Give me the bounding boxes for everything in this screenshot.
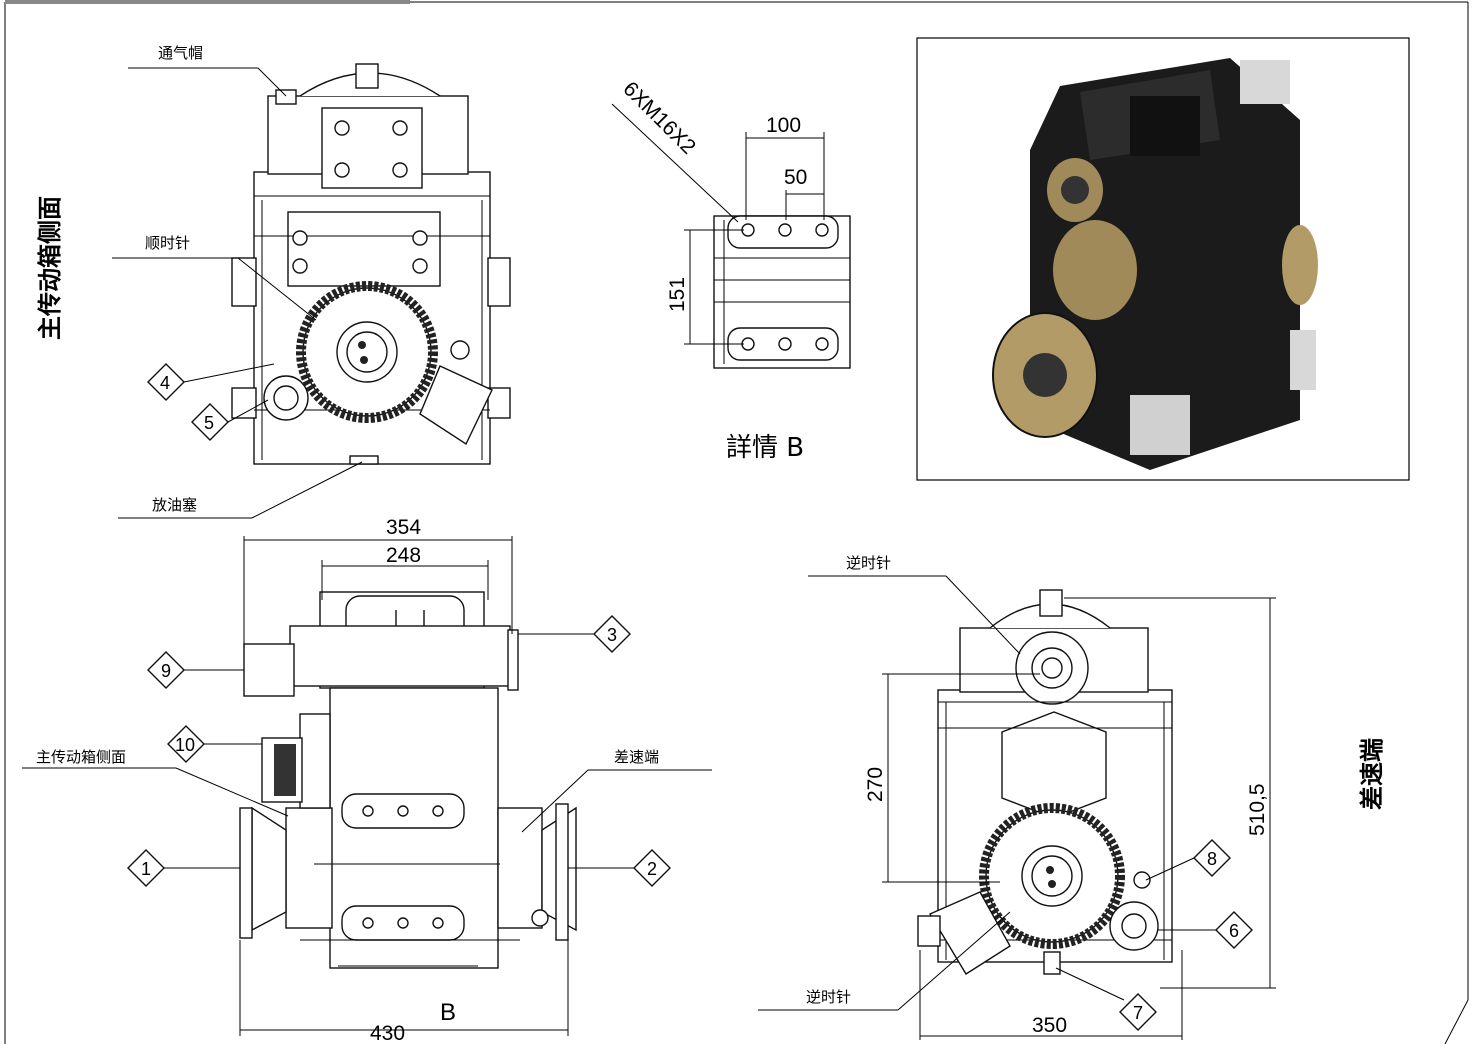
dim-354: 354 xyxy=(386,516,421,539)
balloon-6: 6 xyxy=(1158,911,1253,949)
detail-thread-spec: 6XM16X2 xyxy=(618,77,699,158)
detail-title: 詳情 B xyxy=(726,433,804,463)
drawing-frame xyxy=(4,0,1469,1044)
dim-350: 350 xyxy=(1032,1014,1067,1037)
dim-510-5: 510,5 xyxy=(1246,783,1269,836)
balloon-2: 2 xyxy=(568,849,671,887)
main-drive-side-callout: 主传动箱侧面 xyxy=(22,748,289,817)
balloon-7: 7 xyxy=(1055,967,1157,1031)
drain-plug-label: 放油塞 xyxy=(152,496,197,514)
detail-dim-50: 50 xyxy=(784,166,807,189)
isometric-render xyxy=(916,37,1410,481)
balloon-4-number: 4 xyxy=(160,373,170,393)
balloon-10-number: 10 xyxy=(175,735,195,755)
main-drive-side-view xyxy=(231,63,511,465)
balloon-3-number: 3 xyxy=(607,625,617,645)
right-vertical-title: 差速端 xyxy=(1358,738,1386,810)
balloon-9: 9 xyxy=(147,651,244,689)
balloon-3: 3 xyxy=(518,615,631,653)
balloon-6-number: 6 xyxy=(1229,921,1239,941)
diff-end-label: 差速端 xyxy=(614,748,659,766)
balloon-9-number: 9 xyxy=(161,661,171,681)
view-label-b: B xyxy=(440,999,456,1026)
dim-270: 270 xyxy=(864,767,887,802)
dim-430: 430 xyxy=(370,1022,405,1044)
counterclockwise-bottom-label: 逆时针 xyxy=(806,988,851,1006)
clockwise-label: 顺时针 xyxy=(145,234,190,252)
counterclockwise-top-callout: 逆时针 xyxy=(808,554,1021,655)
diff-end-callout: 差速端 xyxy=(521,748,712,833)
breather-cap-callout: 通气帽 xyxy=(128,44,287,97)
clockwise-callout: 顺时针 xyxy=(112,234,317,321)
main-drive-side-label: 主传动箱侧面 xyxy=(36,748,126,766)
detail-b-view: 100 50 151 6XM16X2 詳情 B xyxy=(611,77,851,463)
balloon-8-number: 8 xyxy=(1207,849,1217,869)
detail-dim-151: 151 xyxy=(666,277,689,312)
balloon-10: 10 xyxy=(167,725,262,763)
counterclockwise-bottom-callout: 逆时针 xyxy=(758,911,1011,1011)
balloon-1: 1 xyxy=(127,849,240,887)
breather-cap-label: 通气帽 xyxy=(158,44,203,62)
drain-plug-callout: 放油塞 xyxy=(118,461,363,519)
top-view-dimensions: 354 248 430 B xyxy=(239,516,569,1044)
dim-248: 248 xyxy=(386,544,421,567)
balloon-2-number: 2 xyxy=(647,859,657,879)
balloon-5: 5 xyxy=(191,399,269,441)
balloon-1-number: 1 xyxy=(141,859,151,879)
detail-dim-100: 100 xyxy=(766,114,801,137)
top-view xyxy=(239,591,577,969)
balloon-8: 8 xyxy=(1145,839,1231,881)
balloon-4: 4 xyxy=(147,363,275,401)
left-vertical-title: 主传动箱侧面 xyxy=(36,196,64,340)
balloon-7-number: 7 xyxy=(1133,1003,1143,1023)
diff-end-view xyxy=(917,589,1173,975)
counterclockwise-top-label: 逆时针 xyxy=(846,554,891,572)
balloon-5-number: 5 xyxy=(204,413,214,433)
diff-view-dimensions: 270 510,5 350 xyxy=(864,597,1276,1040)
